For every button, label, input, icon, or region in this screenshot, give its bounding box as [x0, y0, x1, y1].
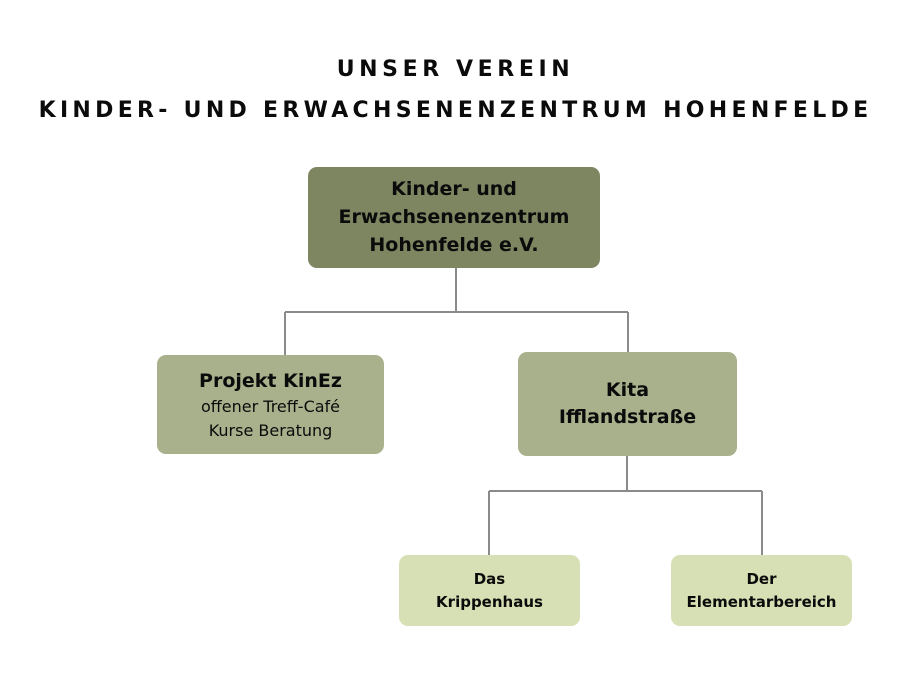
- org-node-kinez-subtitle-1: offener Treff-Café: [200, 397, 341, 416]
- page-title: UNSER VEREIN KINDER- UND ERWACHSENENZENT…: [0, 55, 911, 126]
- org-node-das-krippenhaus[interactable]: Das Krippenhaus: [399, 555, 580, 626]
- org-node-root-line-2: Erwachsenenzentrum: [338, 206, 570, 228]
- org-node-kita-ifflandstrasse[interactable]: Kita Ifflandstraße: [518, 352, 737, 456]
- org-node-projekt-kinez[interactable]: Projekt KinEz offener Treff-Café Kurse B…: [157, 355, 384, 454]
- org-node-root[interactable]: Kinder- und Erwachsenenzentrum Hohenfeld…: [308, 167, 600, 268]
- org-node-root-line-3: Hohenfelde e.V.: [369, 234, 539, 256]
- org-node-krippenhaus-line-1: Das: [473, 569, 506, 588]
- org-node-kinez-title: Projekt KinEz: [199, 370, 342, 392]
- title-line-2: KINDER- UND ERWACHSENENZENTRUM HOHENFELD…: [38, 98, 873, 123]
- org-node-der-elementarbereich[interactable]: Der Elementarbereich: [671, 555, 852, 626]
- org-node-root-line-1: Kinder- und: [391, 178, 517, 200]
- org-node-kita-line-1: Kita: [605, 379, 650, 401]
- org-node-elementarbereich-line-2: Elementarbereich: [686, 592, 837, 611]
- title-line-1: UNSER VEREIN: [336, 57, 575, 82]
- org-node-elementarbereich-line-1: Der: [746, 569, 777, 588]
- org-node-kita-line-2: Ifflandstraße: [558, 406, 697, 428]
- org-node-krippenhaus-line-2: Krippenhaus: [436, 592, 543, 611]
- org-node-kinez-subtitle-2: Kurse Beratung: [208, 421, 333, 440]
